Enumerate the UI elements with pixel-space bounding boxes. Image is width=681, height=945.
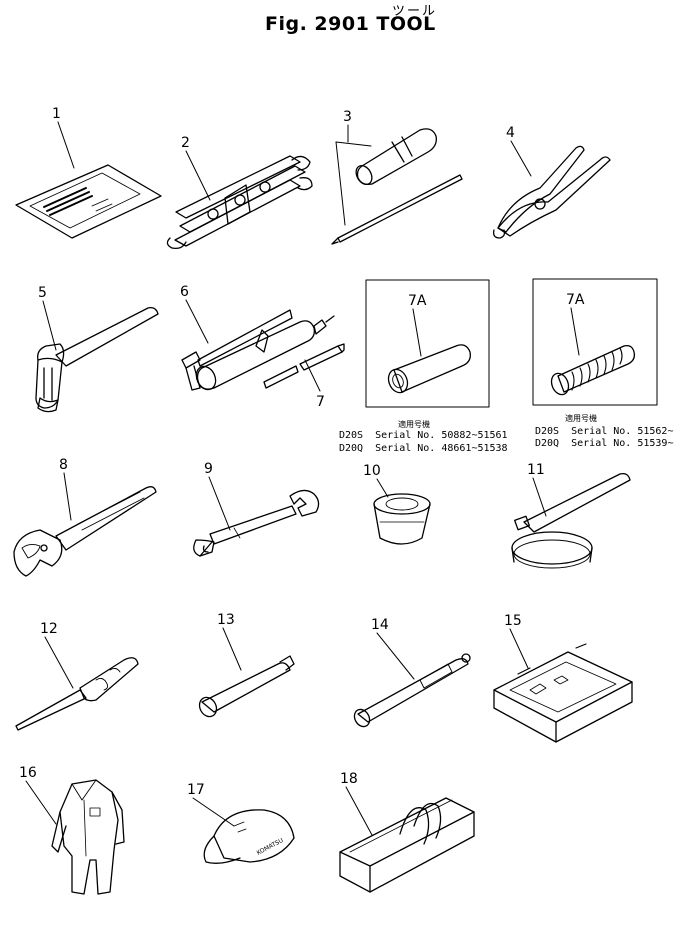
part-number-16: 16 — [19, 765, 37, 781]
part-number-7a-right: 7A — [566, 292, 585, 308]
wrench-set-icon — [167, 156, 312, 248]
serial-heading-left: 適用号機 — [398, 420, 430, 429]
part-number-11: 11 — [527, 462, 545, 478]
part-number-6: 6 — [180, 284, 189, 300]
part-number-4: 4 — [506, 125, 515, 141]
part-number-10: 10 — [363, 463, 381, 479]
nozzle-icon — [264, 344, 344, 388]
part-number-13: 13 — [217, 612, 235, 628]
serial-line-right-2: D20Q Serial No. 51539~ — [535, 438, 674, 449]
hose-icon — [548, 346, 634, 398]
part-number-12: 12 — [40, 621, 58, 637]
coverall-icon — [52, 780, 124, 894]
part-number-15: 15 — [504, 613, 522, 629]
part-number-3: 3 — [343, 109, 352, 125]
pry-bar-icon — [16, 658, 138, 730]
part-number-9: 9 — [204, 461, 213, 477]
serial-heading-right: 適用号機 — [565, 414, 597, 423]
part-number-7: 7 — [316, 394, 325, 410]
part-number-17: 17 — [187, 782, 205, 798]
cap-icon — [204, 810, 294, 863]
serial-line-right-1: D20S Serial No. 51562~ — [535, 426, 674, 437]
extension-bar-icon — [196, 656, 294, 720]
hammer-icon — [36, 308, 158, 412]
leader-lines — [26, 122, 579, 835]
adjustable-wrench-icon — [14, 487, 156, 576]
part-number-2: 2 — [181, 135, 190, 151]
part-number-5: 5 — [38, 285, 47, 301]
pliers-icon — [494, 146, 610, 238]
double-wrench-icon — [194, 490, 319, 556]
filter-wrench-icon — [512, 474, 630, 568]
part-number-8: 8 — [59, 457, 68, 473]
manual-icon — [16, 165, 161, 238]
serial-line-left-1: D20S Serial No. 50882~51561 — [339, 430, 508, 441]
socket-icon — [374, 494, 430, 544]
part-number-7a-left: 7A — [408, 293, 427, 309]
pipe-icon — [385, 345, 470, 396]
serial-line-left-2: D20Q Serial No. 48661~51538 — [339, 443, 508, 454]
option-box-right — [533, 279, 657, 405]
part-number-18: 18 — [340, 771, 358, 787]
tool-bag-icon — [340, 798, 474, 892]
option-box-left — [366, 280, 489, 407]
cap-logo-text: KOMATSU — [256, 837, 285, 857]
screwdriver-icon — [332, 129, 462, 244]
title-jp: ツール — [392, 4, 438, 19]
handle-icon — [351, 654, 470, 729]
tool-box-icon — [494, 644, 632, 742]
part-number-1: 1 — [52, 106, 61, 122]
part-number-14: 14 — [371, 617, 389, 633]
grease-gun-icon — [182, 310, 334, 393]
figure-title: Fig. 2901 TOOL — [265, 13, 436, 35]
